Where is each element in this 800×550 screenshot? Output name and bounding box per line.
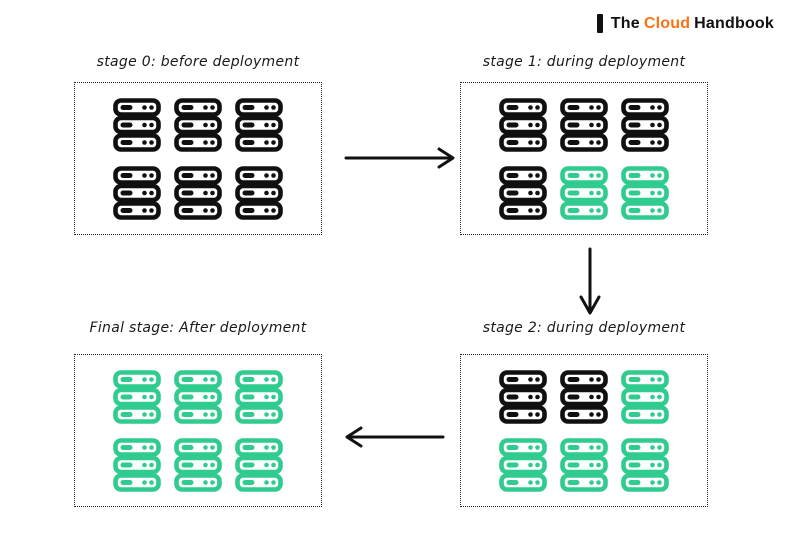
stage-0: stage 0: before deployment	[74, 52, 322, 235]
server-icon	[499, 166, 547, 220]
server-icon	[621, 166, 669, 220]
stage-final: Final stage: After deployment	[74, 318, 322, 507]
brand-bar-icon	[596, 14, 603, 33]
server-icon	[560, 438, 608, 492]
server-icon	[235, 98, 283, 152]
server-icon	[621, 98, 669, 152]
stage-2-title: stage 2: during deployment	[482, 320, 686, 336]
arrow-down-icon	[577, 246, 603, 318]
server-icon	[621, 370, 669, 424]
brand-word-the: The	[610, 14, 640, 32]
stage-1: stage 1: during deployment	[460, 52, 708, 235]
stage-0-box	[74, 82, 322, 235]
brand-logo: The Cloud Handbook	[596, 14, 778, 33]
server-icon	[235, 166, 283, 220]
server-icon	[113, 166, 161, 220]
brand-word-cloud: Cloud	[643, 14, 691, 32]
server-icon	[560, 370, 608, 424]
server-icon	[560, 166, 608, 220]
server-icon	[113, 370, 161, 424]
stage-1-box	[460, 82, 708, 235]
stage-final-title: Final stage: After deployment	[89, 320, 307, 336]
stage-2-box	[460, 354, 708, 507]
server-icon	[560, 98, 608, 152]
brand-word-handbook: Handbook	[694, 14, 774, 32]
server-icon	[621, 438, 669, 492]
server-icon	[499, 438, 547, 492]
server-icon	[174, 370, 222, 424]
server-icon	[113, 98, 161, 152]
server-icon	[499, 370, 547, 424]
server-icon	[235, 370, 283, 424]
stage-2: stage 2: during deployment	[460, 318, 708, 507]
stage-final-box	[74, 354, 322, 507]
server-icon	[174, 438, 222, 492]
server-icon	[174, 98, 222, 152]
stage-1-title: stage 1: during deployment	[482, 54, 686, 70]
server-icon	[235, 438, 283, 492]
stage-0-title: stage 0: before deployment	[96, 54, 300, 70]
server-icon	[499, 98, 547, 152]
arrow-left-icon	[342, 424, 448, 450]
server-icon	[174, 166, 222, 220]
server-icon	[113, 438, 161, 492]
arrow-right-icon	[340, 145, 458, 171]
